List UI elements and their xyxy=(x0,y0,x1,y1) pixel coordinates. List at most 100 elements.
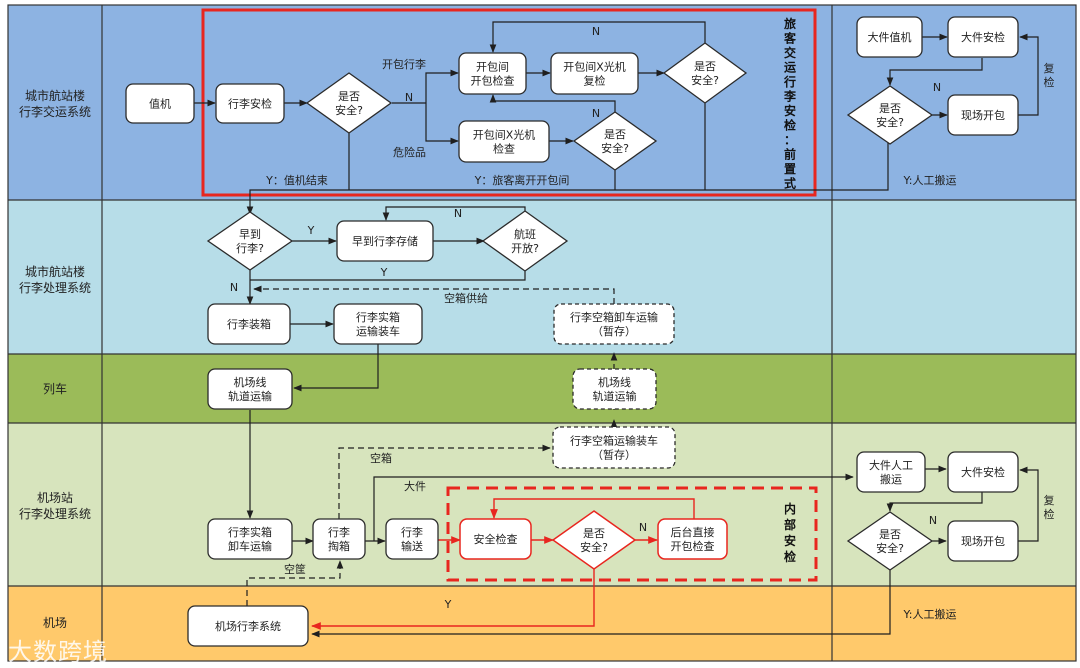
label-oversize-screen-top: 大件安检 xyxy=(961,30,1005,44)
box-oversize-manual xyxy=(856,451,926,493)
lane-5-bg xyxy=(8,586,1076,661)
diamond-early-q xyxy=(206,211,294,271)
diamond-safe-q-bottom-right xyxy=(846,511,934,571)
label-empty-box: 空箱 xyxy=(370,451,392,465)
diamond-safe-q1 xyxy=(305,72,393,134)
label-onsite-open-bottom: 现场开包 xyxy=(961,534,1005,548)
label-oversize: 大件 xyxy=(404,479,426,493)
process-onsite-open-bottom: 现场开包 xyxy=(947,520,1019,562)
box-xray-check xyxy=(458,120,550,163)
box-oversize-screen-top xyxy=(947,16,1019,58)
label-n-top-right: N xyxy=(933,81,941,94)
label-rail-transport-back: 机场线轨道运输 xyxy=(593,375,637,403)
process-airport-baggage-system: 机场行李系统 xyxy=(187,605,309,647)
box-backend-open-check xyxy=(657,518,728,560)
process-empty-container-unload: 行李空箱卸车运输（暂存） xyxy=(553,303,675,345)
label-open-check: 开包间开包检查 xyxy=(471,61,515,88)
label-onsite-open-top: 现场开包 xyxy=(961,108,1005,122)
process-rail-transport-back: 机场线轨道运输 xyxy=(572,368,657,410)
label-n-safe1: N xyxy=(405,91,413,104)
label-y-manual-bottom: Y:人工搬运 xyxy=(903,607,957,621)
box-conveying xyxy=(385,518,439,560)
process-oversize-checkin: 大件值机 xyxy=(856,16,923,58)
label-safe-q3: 是否安全? xyxy=(601,128,629,155)
box-onsite-open-bottom xyxy=(947,520,1019,562)
label-n-flight: N xyxy=(454,207,462,220)
label-n-internal: N xyxy=(639,521,647,534)
process-xray-recheck: 开包间X光机复检 xyxy=(550,52,639,95)
process-onsite-open-top: 现场开包 xyxy=(947,94,1019,136)
label-y-manual-top: Y:人工搬运 xyxy=(903,173,957,187)
box-rail-transport-back xyxy=(572,368,657,410)
label-oversize-checkin: 大件值机 xyxy=(868,30,912,44)
label-unpacking: 行李掏箱 xyxy=(328,525,350,553)
decision-early-q: 早到行李? xyxy=(206,211,294,271)
diamond-flight-open-q xyxy=(481,210,569,272)
label-recheck-bottom: 复检 xyxy=(1044,493,1055,521)
decision-safe-q3: 是否安全? xyxy=(572,111,658,171)
process-oversize-screen-bottom: 大件安检 xyxy=(947,451,1019,493)
box-xray-recheck xyxy=(550,52,639,95)
label-empty-basket: 空筐 xyxy=(284,562,306,576)
box-empty-container-load xyxy=(552,426,676,469)
process-full-container-unload: 行李实箱卸车运输 xyxy=(207,518,293,560)
internal-security-title: 内部安检 xyxy=(784,501,796,564)
label-n-safe3: N xyxy=(592,107,600,120)
process-oversize-manual: 大件人工搬运 xyxy=(856,451,926,493)
label-baggage-screening: 行李安检 xyxy=(228,97,272,111)
box-oversize-screen-bottom xyxy=(947,451,1019,493)
box-unpacking xyxy=(312,518,366,560)
process-security-check: 安全检查 xyxy=(459,518,532,560)
label-safe-q2: 是否安全? xyxy=(691,60,719,87)
process-oversize-screen-top: 大件安检 xyxy=(947,16,1019,58)
watermark: 大数跨境 xyxy=(8,638,108,666)
lane-label-5: 机场 xyxy=(43,616,67,630)
decision-safe-q1: 是否安全? xyxy=(305,72,393,134)
label-empty-container-load: 行李空箱运输装车（暂存） xyxy=(570,434,658,462)
decision-safe-q2: 是否安全? xyxy=(662,42,748,104)
label-y-leave-room: Y：旅客离开开包间 xyxy=(474,173,570,187)
diamond-safe-q2 xyxy=(662,42,748,104)
lane-label-1: 城市航站楼行李交运系统 xyxy=(19,88,91,119)
label-flight-open-q: 航班开放? xyxy=(511,227,539,255)
label-backend-open-check: 后台直接开包检查 xyxy=(671,525,715,553)
label-y-internal: Y xyxy=(444,598,452,611)
process-open-check: 开包间开包检查 xyxy=(458,52,527,95)
decision-safe-q-top-right: 是否安全? xyxy=(846,85,934,145)
process-baggage-screening: 行李安检 xyxy=(215,83,285,124)
label-y-checkin-end: Y：值机结束 xyxy=(265,173,328,187)
box-oversize-checkin xyxy=(856,16,923,58)
diamond-safe-q3 xyxy=(572,111,658,171)
box-full-container-unload xyxy=(207,518,293,560)
label-xray-recheck: 开包间X光机复检 xyxy=(563,60,626,88)
label-airport-baggage-system: 机场行李系统 xyxy=(215,619,281,633)
nodes: 值机行李安检是否安全?开包间开包检查开包间X光机复检是否安全?开包间X光机检查是… xyxy=(125,16,1019,647)
process-empty-container-load: 行李空箱运输装车（暂存） xyxy=(552,426,676,469)
label-early-storage: 早到行李存储 xyxy=(352,234,418,248)
label-n-safe2: N xyxy=(592,25,600,38)
label-conveying: 行李输送 xyxy=(401,525,423,553)
lane-label-2: 城市航站楼行李处理系统 xyxy=(19,264,91,295)
label-y-flight: Y xyxy=(380,266,388,279)
process-conveying: 行李输送 xyxy=(385,518,439,560)
box-airport-baggage-system xyxy=(187,605,309,647)
label-safe-q-top-right: 是否安全? xyxy=(876,102,904,129)
box-onsite-open-top xyxy=(947,94,1019,136)
lane-label-3: 列车 xyxy=(43,381,67,396)
label-y-early: Y xyxy=(307,224,315,237)
process-early-storage: 早到行李存储 xyxy=(336,220,434,262)
front-security-title: 旅客交运行李安检：前置式 xyxy=(783,16,797,191)
box-checkin xyxy=(125,83,195,124)
box-packing xyxy=(207,303,291,345)
label-early-q: 早到行李? xyxy=(236,228,264,255)
label-oversize-manual: 大件人工搬运 xyxy=(869,458,913,486)
label-oversize-screen-bottom: 大件安检 xyxy=(961,465,1005,479)
label-empty-container-unload: 行李空箱卸车运输（暂存） xyxy=(570,310,658,338)
box-security-check xyxy=(459,518,532,560)
decision-flight-open-q: 航班开放? xyxy=(481,210,569,272)
label-safe-q-bottom-right: 是否安全? xyxy=(876,528,904,555)
process-xray-check: 开包间X光机检查 xyxy=(458,120,550,163)
label-n-bottom-right: N xyxy=(929,514,937,527)
process-full-container-load: 行李实箱运输装车 xyxy=(333,303,423,345)
